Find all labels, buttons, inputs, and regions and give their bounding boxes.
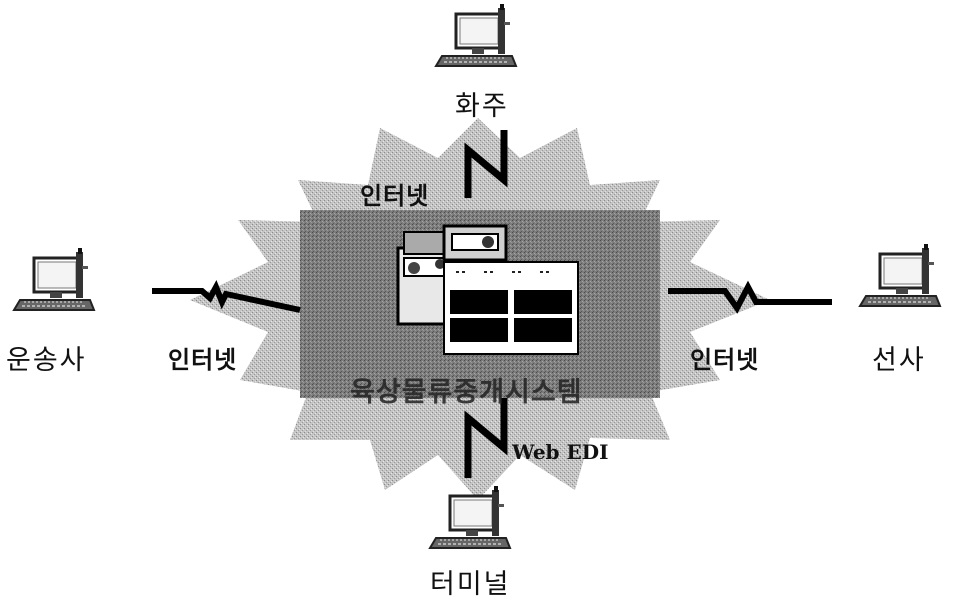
center-system-label: 육상물류중개시스템 (350, 370, 583, 409)
computer-terminal-icon (860, 244, 940, 306)
computer-terminal-icon (14, 248, 94, 310)
computer-terminal-icon (430, 486, 510, 548)
node-label-top: 화주 (455, 84, 509, 123)
node-label-left: 운송사 (6, 338, 87, 377)
node-label-bottom: 터미널 (430, 562, 511, 601)
link-label-right: 인터넷 (690, 340, 759, 375)
computer-terminal-icon (436, 4, 516, 66)
link-label-top: 인터넷 (360, 176, 429, 211)
window-grid-icon (444, 262, 578, 354)
link-label-bottom: Web EDI (512, 440, 608, 464)
link-label-left: 인터넷 (168, 340, 237, 375)
node-label-right: 선사 (872, 338, 926, 377)
